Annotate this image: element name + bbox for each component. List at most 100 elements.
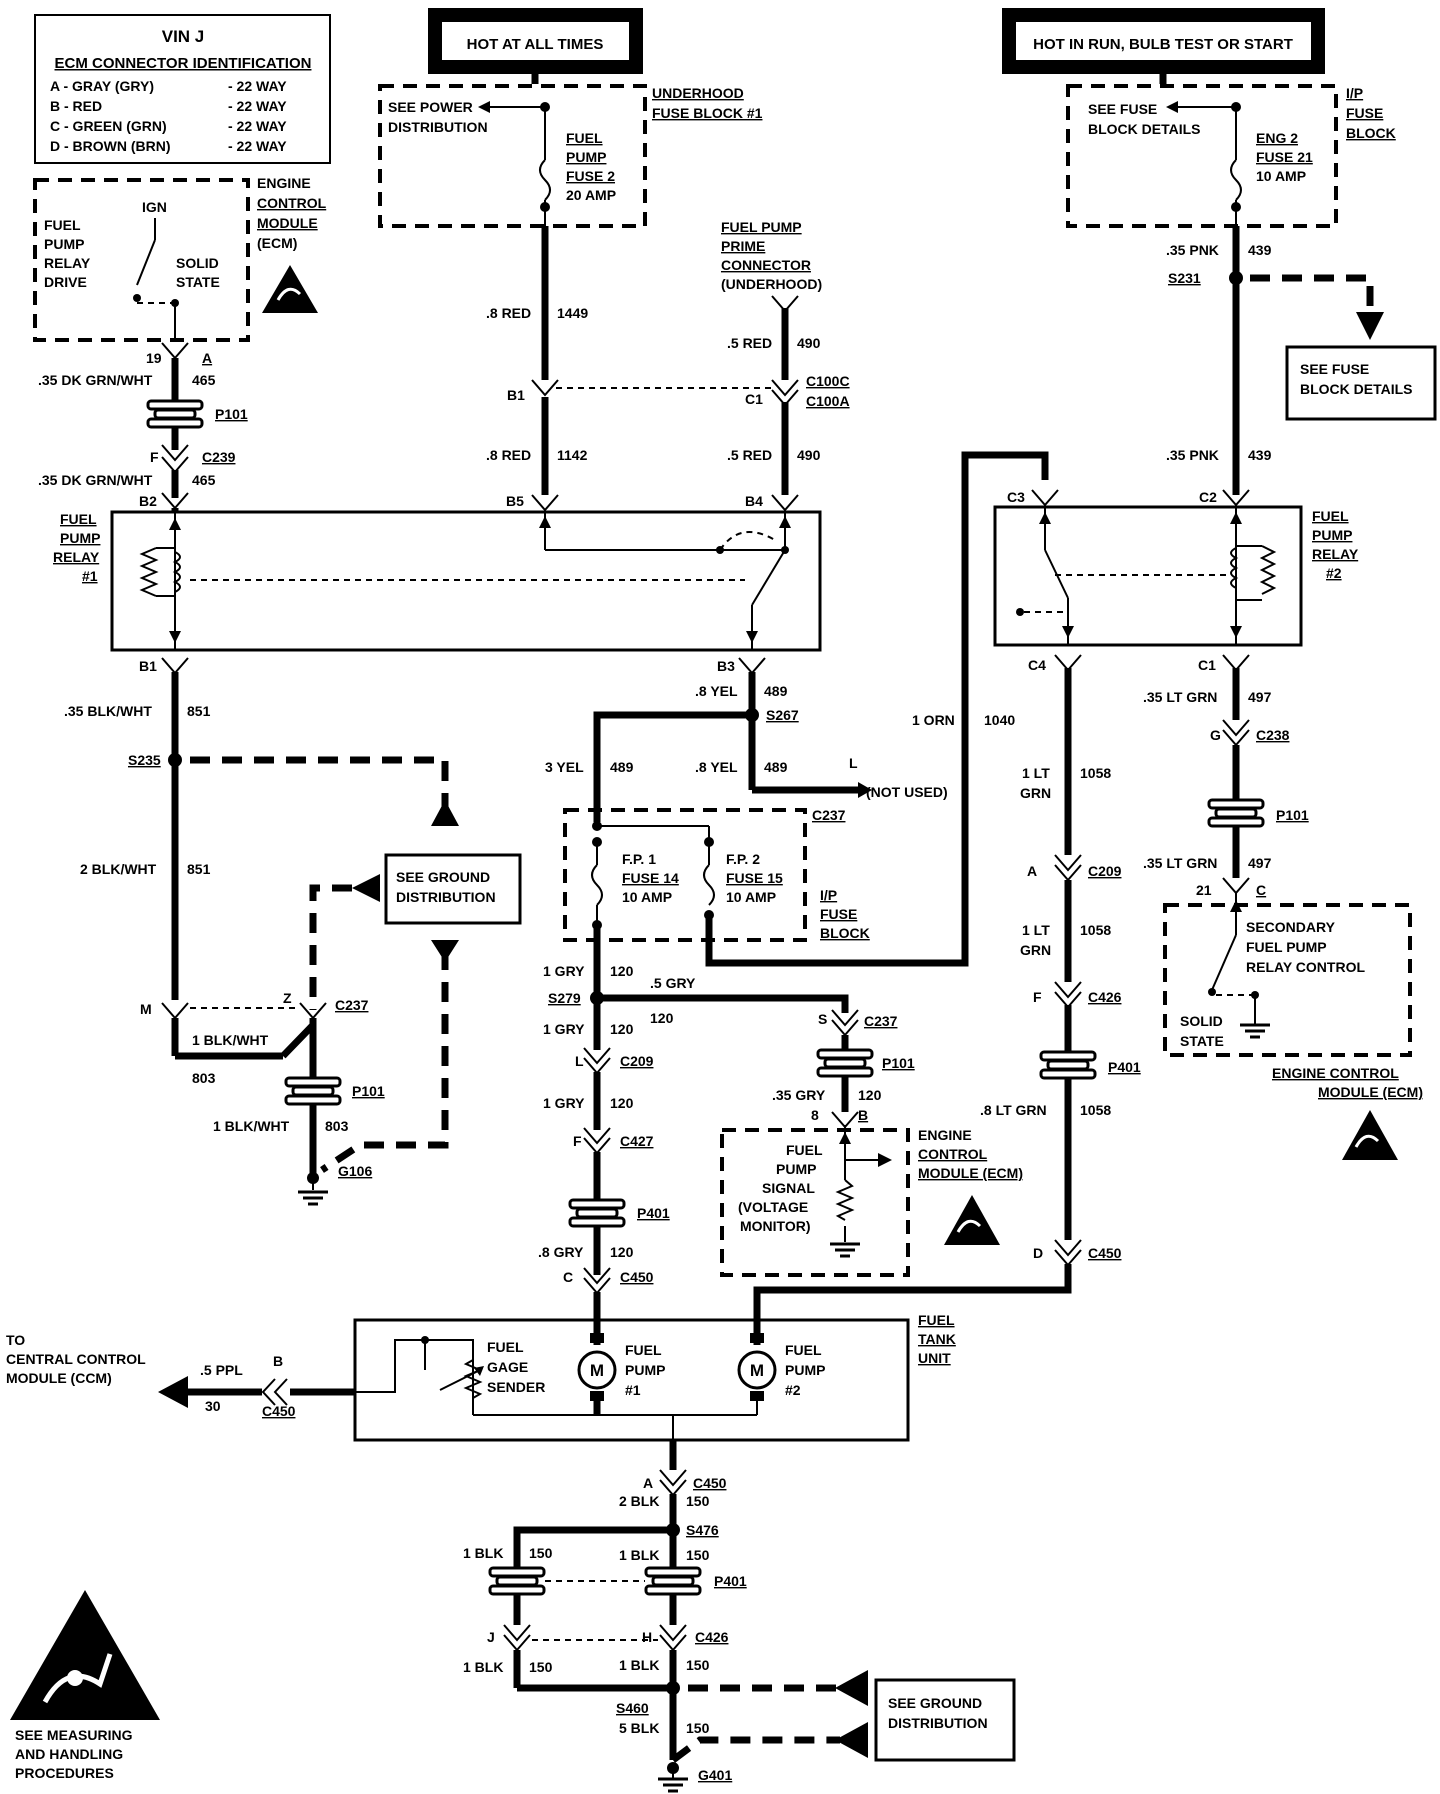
connector-b-way: - 22 WAY [228, 98, 287, 114]
fuel-pump-signal-1: FUEL [786, 1142, 823, 1158]
c100a-label: C100A [806, 393, 850, 409]
c237-left-label: C237 [335, 997, 369, 1013]
solid-state-right-2: STATE [1180, 1033, 1224, 1049]
pin-b5-label: B5 [506, 493, 524, 509]
ecm-left-label-2: CONTROL [257, 195, 327, 211]
wire-8yel-right: .8 YEL [695, 759, 738, 775]
wire-1blk-right-bot: 1 BLK [619, 1657, 659, 1673]
pin-f-c426-label: F [1033, 989, 1042, 1005]
ip-right-label-3: BLOCK [1346, 125, 1396, 141]
c209-right-label: C209 [1088, 863, 1122, 879]
fuel-pump-2-3: #2 [785, 1382, 801, 1398]
fuse21-10amp: 10 AMP [1256, 168, 1306, 184]
wire-35pnk-bot: .35 PNK [1166, 447, 1219, 463]
wire-1ltgrn-1a: 1 LT [1022, 765, 1050, 781]
see-fuse-block-1: SEE FUSE [1088, 101, 1157, 117]
connector-c-way: - 22 WAY [228, 118, 287, 134]
c239-label: C239 [202, 449, 236, 465]
relay1-label-3: RELAY [53, 549, 100, 565]
circuit-439-bot: 439 [1248, 447, 1272, 463]
see-power-dist-1: SEE POWER [388, 99, 473, 115]
pin-a-label: A [202, 350, 212, 366]
vin-j-title: VIN J [162, 27, 205, 46]
s231-label: S231 [1168, 270, 1201, 286]
ground-symbol-g106 [298, 1178, 328, 1206]
gage-sender-1: FUEL [487, 1339, 524, 1355]
c450-ground-label: C450 [693, 1475, 727, 1491]
circuit-803-left: 803 [192, 1070, 216, 1086]
hot-at-all-times-label: HOT AT ALL TIMES [467, 36, 604, 53]
solid-state-line1: SOLID [176, 255, 219, 271]
secondary-relay-3: RELAY CONTROL [1246, 959, 1365, 975]
fuel-tank-unit-box [353, 1318, 910, 1442]
ecm-mid-label-1: ENGINE [918, 1127, 972, 1143]
esd-warning-icon-right [1342, 1110, 1398, 1160]
p401-ground-label: P401 [714, 1573, 747, 1589]
prime-connector-2: PRIME [721, 238, 765, 254]
c426-ground-label: C426 [695, 1629, 729, 1645]
wire-8gry: .8 GRY [538, 1244, 584, 1260]
fuel-tank-label-2: TANK [918, 1331, 956, 1347]
pin-19-label: 19 [146, 350, 162, 366]
pin-l-label: L [849, 755, 858, 771]
wire-5gry: .5 GRY [650, 975, 696, 991]
ip-right-label-2: FUSE [1346, 105, 1383, 121]
vin-j-box: VIN J ECM CONNECTOR IDENTIFICATION A - G… [34, 14, 331, 164]
wire-8red-bot: .8 RED [486, 447, 531, 463]
wire-5red-bot: .5 RED [727, 447, 772, 463]
fuel-pump-2-motor-icon [737, 1350, 777, 1390]
hot-at-all-times-header: HOT AT ALL TIMES [428, 8, 643, 74]
wire-2blk: 2 BLK [619, 1493, 659, 1509]
pin-21-label: 21 [1196, 882, 1212, 898]
fuel-pump-relay-drive-line1: FUEL [44, 217, 81, 233]
pin-f-label: F [150, 449, 159, 465]
wire-1blk-left-bot: 1 BLK [463, 1659, 503, 1675]
see-fuse-block-details-right [1285, 345, 1437, 421]
ecm-left-label-1: ENGINE [257, 175, 311, 191]
ecm-right-label-2: MODULE (ECM) [1318, 1084, 1423, 1100]
c100c-label: C100C [806, 373, 850, 389]
ip-fuse-label-3: BLOCK [820, 925, 870, 941]
p101-connector-right [1207, 798, 1265, 828]
underhood-fuse-block-box [378, 84, 647, 228]
s279-label: S279 [548, 990, 581, 1006]
wire-1orn: 1 ORN [912, 712, 955, 728]
fuel-pump-relay-drive-line4: DRIVE [44, 274, 87, 290]
fp1-fuse14: FUSE 14 [622, 870, 679, 886]
fuse21-label: FUSE 21 [1256, 149, 1313, 165]
ip-fuse-block-right-box [1066, 84, 1338, 228]
s235-label: S235 [128, 752, 161, 768]
gage-sender-3: SENDER [487, 1379, 545, 1395]
wire-1ltgrn-2b: GRN [1020, 942, 1051, 958]
p401-connector-ground-left [488, 1566, 546, 1596]
ecm-left-label-4: (ECM) [257, 235, 297, 251]
circuit-1058-mid: 1058 [1080, 922, 1111, 938]
circuit-150-lt: 150 [529, 1545, 553, 1561]
pin-b1-relay1: B1 [139, 658, 157, 674]
relay1-label-4: #1 [82, 568, 98, 584]
c237-mid-label: C237 [864, 1013, 898, 1029]
see-ground-dist-bottom-2: DISTRIBUTION [888, 1715, 988, 1731]
c450-right-label: C450 [1088, 1245, 1122, 1261]
circuit-1058-top: 1058 [1080, 765, 1111, 781]
pin-b2-label: B2 [139, 493, 157, 509]
connector-a-way: - 22 WAY [228, 78, 287, 94]
fuel-pump-relay-2-box [993, 505, 1303, 647]
pin-j-label: J [487, 1629, 495, 1645]
secondary-relay-1: SECONDARY [1246, 919, 1336, 935]
ecm-mid-label-3: MODULE (ECM) [918, 1165, 1023, 1181]
circuit-120-c450: 120 [610, 1244, 634, 1260]
circuit-851-top: 851 [187, 703, 211, 719]
pin-8-label: 8 [811, 1107, 819, 1123]
see-fuse-block-2: BLOCK DETAILS [1088, 121, 1201, 137]
p101-label-left: P101 [215, 406, 248, 422]
connector-d-way: - 22 WAY [228, 138, 287, 154]
circuit-465-top: 465 [192, 372, 216, 388]
relay1-label-1: FUEL [60, 511, 97, 527]
fuel-pump-fuse2-1: FUEL [566, 130, 603, 146]
relay2-label-4: #2 [1326, 565, 1342, 581]
pin-d-c450-label: D [1033, 1245, 1043, 1261]
wire-1gry-low: 1 GRY [543, 1095, 585, 1111]
